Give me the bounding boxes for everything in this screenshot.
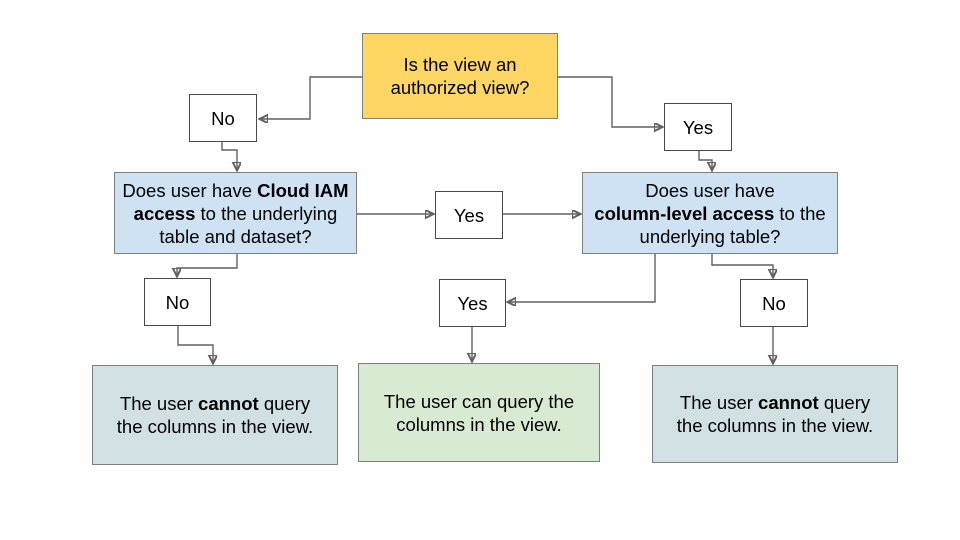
node-branch-no-authorized: No	[189, 94, 257, 142]
node-branch-no-column-level: No	[740, 279, 808, 327]
connector-no-to-iam-question	[221, 142, 237, 170]
node-branch-no-iam: No	[144, 278, 211, 326]
connector-cls-to-no	[711, 254, 773, 277]
connector-root-to-no	[260, 76, 362, 119]
node-branch-yes-column-level: Yes	[439, 279, 506, 327]
node-branch-yes-iam: Yes	[435, 191, 503, 239]
node-branch-yes-authorized: Yes	[664, 103, 732, 151]
connector-iam-to-no	[177, 254, 238, 276]
connector-no-to-outcome-left	[177, 326, 213, 363]
connector-yes-to-cls-question	[698, 151, 712, 170]
connector-root-to-yes	[558, 76, 662, 127]
connector-cls-to-yes	[508, 254, 656, 302]
